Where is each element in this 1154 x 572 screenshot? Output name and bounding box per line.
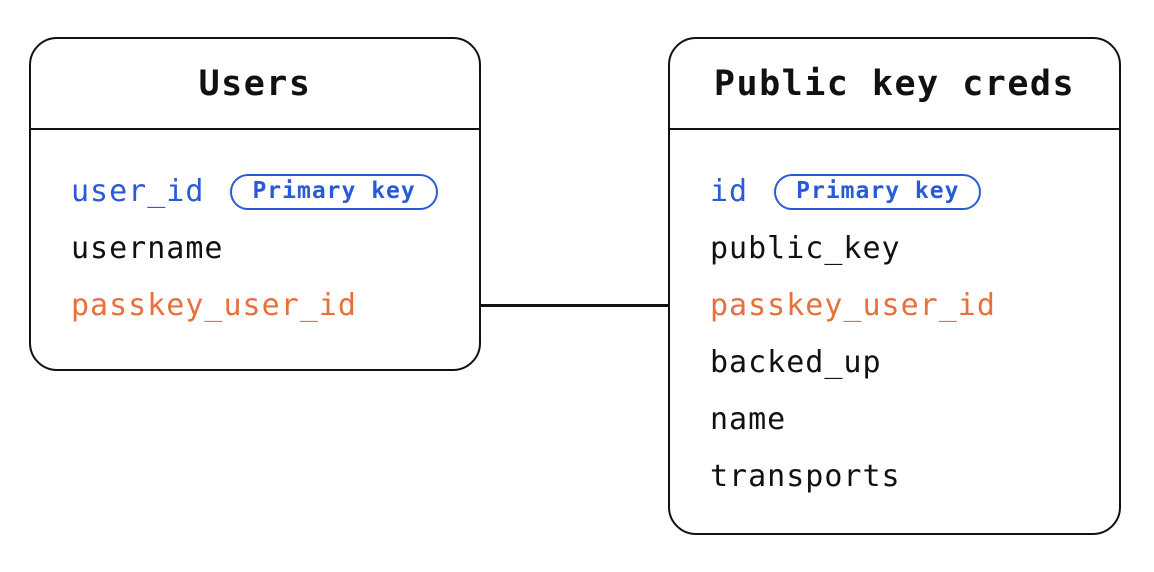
field-row: id Primary key xyxy=(710,163,1119,220)
field-name-passkey-user-id: passkey_user_id xyxy=(710,288,996,323)
table-public-key-creds-title: Public key creds xyxy=(713,63,1076,104)
field-row: passkey_user_id xyxy=(71,277,479,334)
field-name-id: id xyxy=(710,174,749,209)
field-row: username xyxy=(71,220,479,277)
field-row: passkey_user_id xyxy=(710,277,1119,334)
field-name-public-key: public_key xyxy=(710,231,901,266)
field-name-user-id: user_id xyxy=(71,174,205,209)
table-public-key-creds-header: Public key creds xyxy=(670,39,1119,130)
field-name-name: name xyxy=(710,402,787,437)
table-users: Users user_id Primary key username passk… xyxy=(29,37,481,371)
relationship-line xyxy=(481,304,668,307)
field-row: name xyxy=(710,391,1119,448)
field-name-passkey-user-id: passkey_user_id xyxy=(71,288,357,323)
table-users-title: Users xyxy=(198,63,312,104)
field-row: transports xyxy=(710,448,1119,505)
field-row: user_id Primary key xyxy=(71,163,479,220)
field-name-backed-up: backed_up xyxy=(710,345,882,380)
table-public-key-creds-fields: id Primary key public_key passkey_user_i… xyxy=(670,130,1119,505)
primary-key-badge: Primary key xyxy=(230,173,438,210)
field-name-transports: transports xyxy=(710,459,901,494)
field-row: backed_up xyxy=(710,334,1119,391)
table-users-fields: user_id Primary key username passkey_use… xyxy=(31,130,479,334)
primary-key-badge: Primary key xyxy=(774,173,982,210)
field-name-username: username xyxy=(71,231,224,266)
table-users-header: Users xyxy=(31,39,479,130)
field-row: public_key xyxy=(710,220,1119,277)
table-public-key-creds: Public key creds id Primary key public_k… xyxy=(668,37,1121,535)
